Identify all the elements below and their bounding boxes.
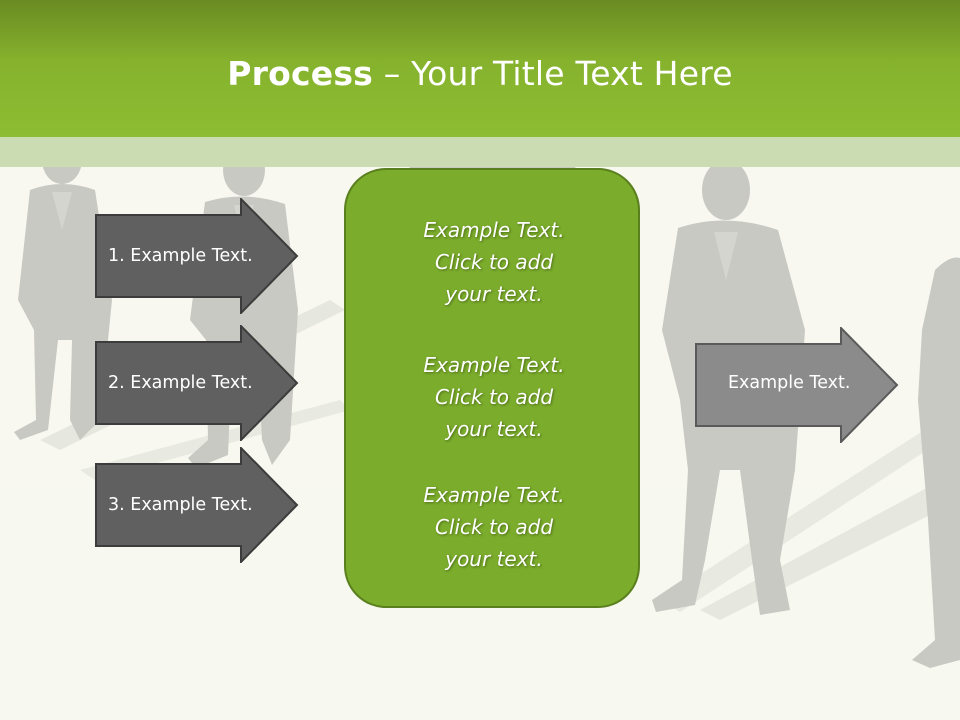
step-arrow-label: 3. Example Text. bbox=[108, 495, 253, 515]
title-bold-text: Process bbox=[227, 54, 374, 93]
step-arrow-2[interactable]: 2. Example Text. bbox=[95, 325, 300, 441]
result-arrow[interactable]: Example Text. bbox=[695, 327, 900, 443]
center-paragraph-2[interactable]: Example Text. Click to add your text. bbox=[423, 353, 565, 441]
arrow-shape bbox=[95, 447, 299, 563]
header-stripe bbox=[0, 137, 960, 167]
step-arrow-3[interactable]: 3. Example Text. bbox=[95, 447, 300, 563]
header-band bbox=[0, 0, 960, 137]
step-arrow-label: 1. Example Text. bbox=[108, 246, 253, 266]
arrow-shape bbox=[95, 325, 299, 441]
title-rest-text: – Your Title Text Here bbox=[373, 54, 733, 93]
step-arrow-1[interactable]: 1. Example Text. bbox=[95, 198, 300, 314]
center-paragraph-1[interactable]: Example Text. Click to add your text. bbox=[423, 218, 565, 306]
center-paragraph-3[interactable]: Example Text. Click to add your text. bbox=[423, 483, 565, 571]
arrow-shape bbox=[95, 198, 299, 314]
center-content-box[interactable]: Example Text. Click to add your text. Ex… bbox=[344, 168, 640, 608]
step-arrow-label: 2. Example Text. bbox=[108, 373, 253, 393]
slide-title: Process – Your Title Text Here bbox=[0, 52, 960, 96]
result-arrow-label: Example Text. bbox=[728, 373, 851, 393]
arrow-shape bbox=[695, 327, 899, 443]
